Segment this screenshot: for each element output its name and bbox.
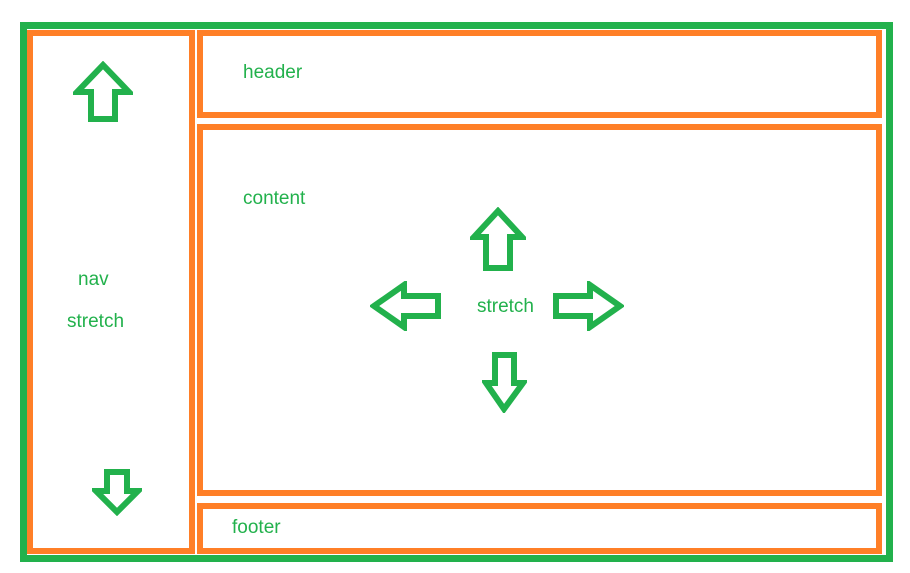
arrow-down-icon	[92, 469, 142, 516]
arrow-right-icon	[553, 281, 624, 331]
content-box: content stretch	[197, 124, 882, 496]
content-stretch-label: stretch	[476, 296, 535, 317]
header-box: header	[197, 30, 882, 118]
arrow-left-icon	[370, 281, 441, 331]
content-label: content	[243, 188, 306, 209]
nav-stretch-label: stretch	[67, 311, 125, 332]
header-label: header	[243, 62, 303, 83]
nav-box: nav stretch	[27, 30, 195, 554]
outer-container-border	[20, 22, 893, 562]
arrow-up-icon	[73, 61, 133, 122]
arrow-down-icon	[482, 352, 527, 413]
arrow-up-icon	[470, 207, 526, 271]
nav-label: nav	[78, 269, 109, 290]
footer-box: footer	[197, 503, 882, 554]
footer-label: footer	[232, 517, 281, 538]
